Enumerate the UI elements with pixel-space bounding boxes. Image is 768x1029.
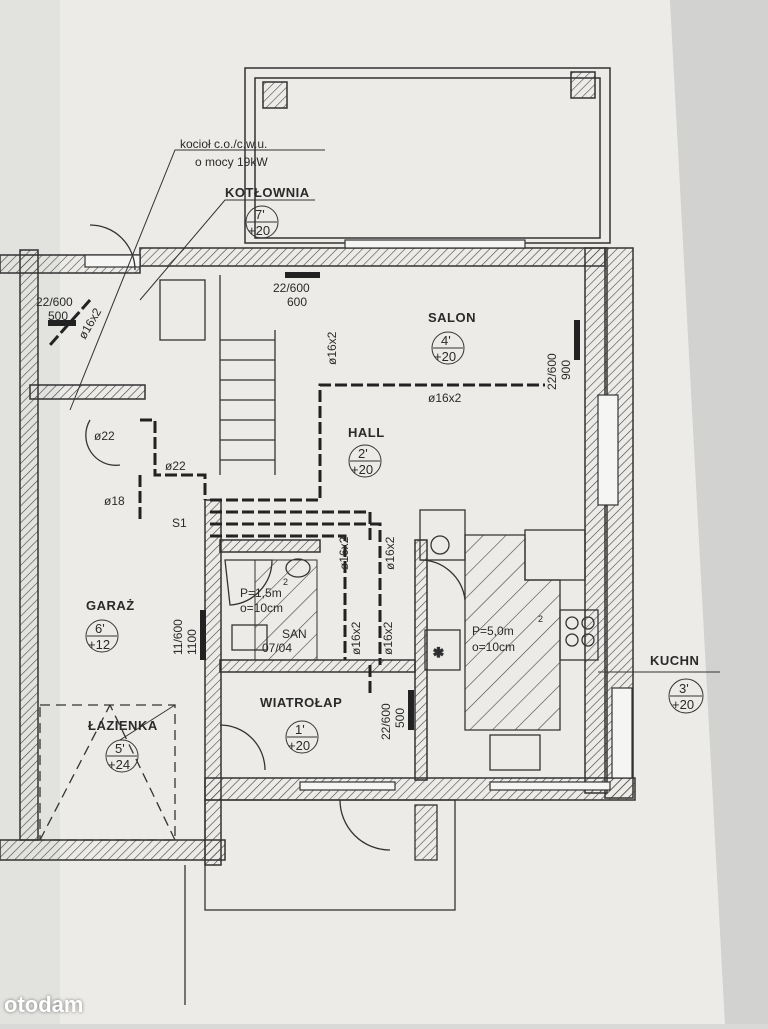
heating-pipes	[48, 299, 545, 695]
floor-area-san: P=1,5m 2 o=10cm	[240, 577, 288, 615]
svg-text:o=10cm: o=10cm	[240, 601, 283, 615]
svg-text:11/600: 11/600	[171, 619, 185, 655]
svg-text:3': 3'	[679, 681, 689, 696]
room-kotlownia: KOTŁOWNIA 7' +20	[225, 185, 310, 239]
svg-text:ø16x2: ø16x2	[383, 536, 397, 570]
svg-text:+20: +20	[672, 697, 694, 712]
svg-text:+20: +20	[434, 349, 456, 364]
svg-text:HALL: HALL	[348, 425, 385, 440]
room-wiatrolap: WIATROŁAP 1' +20	[260, 695, 342, 754]
svg-text:600: 600	[287, 295, 307, 309]
svg-text:7': 7'	[255, 207, 265, 222]
svg-text:ø16x2: ø16x2	[349, 621, 363, 655]
svg-text:✱: ✱	[433, 645, 444, 660]
svg-text:22/600: 22/600	[379, 703, 393, 740]
svg-text:22/600: 22/600	[273, 281, 310, 295]
radiators	[48, 272, 580, 730]
svg-text:ø16x2: ø16x2	[337, 536, 351, 570]
leader-lines	[69, 149, 720, 741]
svg-text:1100: 1100	[185, 629, 199, 655]
svg-text:P=5,0m: P=5,0m	[472, 624, 514, 638]
pipe-labels: ø16x2 ø16x2 ø16x2 ø16x2 ø16x2 ø16x2 ø16x…	[75, 305, 461, 655]
svg-text:2: 2	[538, 614, 543, 624]
svg-text:SALON: SALON	[428, 310, 476, 325]
boiler-note-line2: o mocy 19kW	[195, 155, 268, 169]
svg-text:900: 900	[559, 360, 573, 380]
svg-text:KOTŁOWNIA: KOTŁOWNIA	[225, 185, 310, 200]
watermark-logo: otodam	[4, 992, 84, 1017]
svg-text:500: 500	[393, 708, 407, 728]
room-lazienka: ŁAZIENKA 5' +24	[88, 718, 158, 773]
walls	[0, 247, 636, 866]
svg-text:+20: +20	[351, 462, 373, 477]
svg-text:6': 6'	[95, 621, 105, 636]
room-salon: SALON 4' +20	[428, 310, 476, 365]
svg-text:ŁAZIENKA: ŁAZIENKA	[88, 718, 158, 733]
stairs	[220, 339, 275, 461]
boiler-note-line1: kocioł c.o./c.w.u.	[180, 137, 267, 151]
terrace-outline	[244, 67, 611, 244]
svg-text:P=1,5m: P=1,5m	[240, 586, 282, 600]
svg-text:2: 2	[283, 577, 288, 587]
s1-label: S1	[172, 516, 187, 530]
svg-text:ø22: ø22	[94, 429, 115, 443]
svg-text:22/600: 22/600	[545, 353, 559, 390]
boiler-note: kocioł c.o./c.w.u. o mocy 19kW	[180, 137, 268, 169]
svg-text:ø22: ø22	[165, 459, 186, 473]
svg-text:+12: +12	[88, 637, 110, 652]
kitchen-heated-floor	[464, 534, 561, 731]
svg-text:GARAŻ: GARAŻ	[86, 598, 135, 613]
room-garaz: GARAŻ 6' +12	[85, 598, 135, 653]
san-label: SAN 07/04	[262, 627, 307, 655]
svg-text:2': 2'	[358, 446, 368, 461]
room-hall: HALL 2' +20	[348, 425, 385, 478]
room-kuchnia: KUCHN 3' +20	[650, 653, 704, 714]
svg-text:KUCHN: KUCHN	[650, 653, 699, 668]
svg-text:1': 1'	[295, 722, 305, 737]
windows	[84, 239, 633, 791]
radiator-labels: 22/600 500 22/600 600 22/600 900 11/600 …	[36, 281, 573, 740]
svg-text:ø18: ø18	[104, 494, 125, 508]
svg-text:500: 500	[48, 309, 68, 323]
svg-text:22/600: 22/600	[36, 295, 73, 309]
svg-text:ø16x2: ø16x2	[325, 331, 339, 365]
svg-text:+20: +20	[288, 738, 310, 753]
san-heated-floor	[254, 559, 318, 661]
svg-text:07/04: 07/04	[262, 641, 292, 655]
svg-text:SAN: SAN	[282, 627, 307, 641]
svg-text:ø16x2: ø16x2	[428, 391, 462, 405]
svg-text:5': 5'	[115, 741, 125, 756]
svg-text:ø16x2: ø16x2	[381, 621, 395, 655]
floor-area-kitchen: P=5,0m 2 o=10cm	[472, 614, 543, 654]
svg-text:o=10cm: o=10cm	[472, 640, 515, 654]
svg-text:4': 4'	[441, 333, 451, 348]
svg-text:+24: +24	[108, 757, 130, 772]
svg-text:+20: +20	[248, 223, 270, 238]
svg-text:WIATROŁAP: WIATROŁAP	[260, 695, 342, 710]
